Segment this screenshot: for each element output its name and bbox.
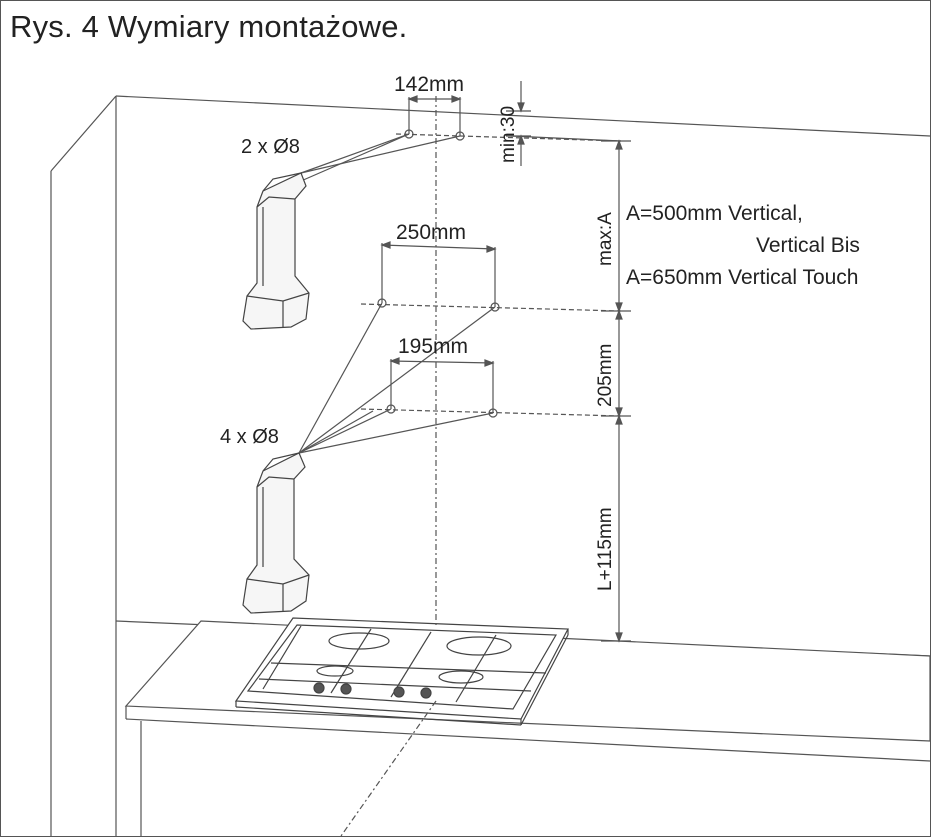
label-142mm: 142mm [394, 73, 464, 96]
label-bottom-holes: 4 x Ø8 [220, 426, 279, 448]
vertical-dimensions [601, 139, 631, 643]
label-min30: min:30 [498, 106, 519, 163]
note-line-2: Vertical Bis [756, 234, 860, 257]
label-maxA: max:A [595, 212, 616, 266]
holes-195 [386, 357, 498, 418]
label-L115mm: L+115mm [595, 507, 616, 591]
note-line-3: A=650mm Vertical Touch [626, 266, 859, 289]
dim-min30 [506, 81, 531, 166]
upper-bracket [242, 172, 310, 330]
lower-leaders [298, 302, 496, 454]
label-top-holes: 2 x Ø8 [241, 136, 300, 158]
figure-title: Rys. 4 Wymiary montażowe. [10, 9, 408, 44]
hob [234, 617, 569, 726]
note-line-1: A=500mm Vertical, [626, 202, 803, 225]
label-195mm: 195mm [398, 335, 468, 358]
holes-250 [377, 241, 500, 312]
label-205mm: 205mm [595, 344, 616, 407]
label-250mm: 250mm [396, 221, 466, 244]
top-holes [300, 95, 465, 182]
lower-bracket [242, 452, 310, 614]
